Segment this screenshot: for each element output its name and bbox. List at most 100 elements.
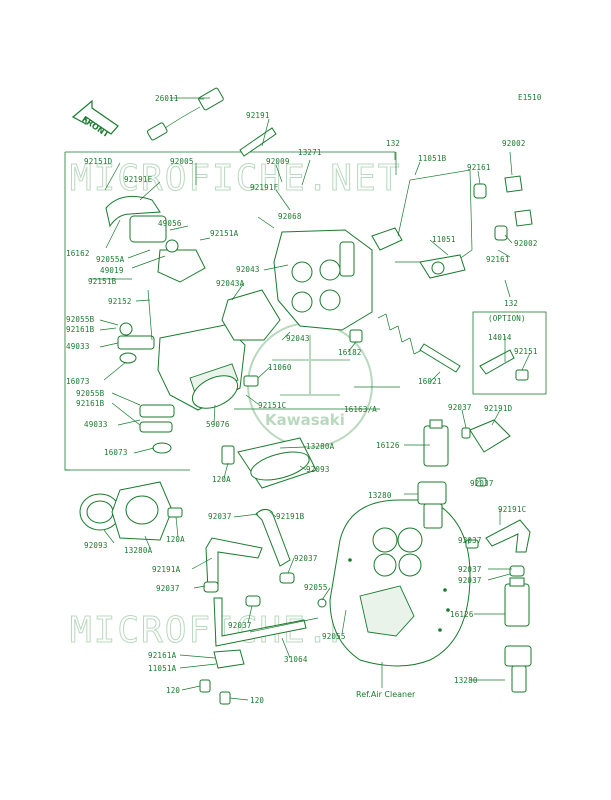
label-92055b-bottom: 92055B [76,389,105,398]
label-16126-lower: 16126 [450,610,474,619]
label-11060: 11060 [268,363,292,372]
label-92093-left: 92093 [84,541,108,550]
label-26011: 26011 [155,94,179,103]
hose-16162-part [105,195,161,228]
clamp-92037-a-part [203,581,219,593]
label-132-top: 132 [386,139,400,148]
clamp-92037-c-part [279,572,295,584]
injector-bottom-part [139,404,175,433]
label-13280a-left: 13280A [124,546,153,555]
label-92037-left-top: 92037 [208,512,232,521]
label-92151a: 92151A [210,229,239,238]
pipe-31064-part [213,597,319,647]
label-14014: 14014 [488,333,512,342]
bolt-120-b-part [219,691,231,705]
label-92037-right-c: 92037 [458,576,482,585]
label-92191e: 92191E [124,175,153,184]
bracket-11051b-part [371,169,473,279]
label-92037-mid-left: 92037 [294,554,318,563]
rod-92152-part [147,289,153,341]
bolt-120a-left-part [167,507,183,518]
label-92043a: 92043A [216,279,245,288]
pressure-regulator-part [129,215,206,283]
label-49019: 49019 [100,266,124,275]
part-labels: 26011 92191 92151D 92005 92191E 92009 13… [66,94,538,705]
front-arrow-icon: FRONT [71,99,119,140]
label-92055b-top: 92055B [66,315,95,324]
label-13280-upper: 13280 [368,491,392,500]
duct-13280-lower-part [504,645,532,693]
hose-92191b-part [255,508,291,567]
label-132-bottom: 132 [504,299,518,308]
label-92152: 92152 [108,297,132,306]
label-92055a: 92055A [96,255,125,264]
leader-lines [90,97,531,701]
label-16182: 16182 [338,348,362,357]
spring-16021-part [377,313,461,373]
valve-16126-lower-part [504,577,530,627]
clamp-92037-upper-part [475,477,487,487]
label-92151d: 92151D [84,157,113,166]
throttle-body-part [273,229,373,331]
bracket-11051a-part [213,649,245,669]
label-16163a: 16163/A [344,405,377,414]
label-49033-bottom: 49033 [84,420,108,429]
label-92191d: 92191D [484,404,513,413]
bolt-120a-upper-part [221,445,235,465]
label-120a-left: 120A [166,535,185,544]
injector-top-part [117,322,155,350]
label-13280a-upper: 13280A [306,442,335,451]
label-16126-upper: 16126 [376,441,400,450]
label-92037-bottom: 92037 [228,621,252,630]
ring-92055-a-part [317,598,327,608]
plate-13280a-left-part [111,481,173,541]
duct-13280a-upper-part [237,437,317,489]
label-16073-top: 16073 [66,377,90,386]
oring-92093-left-part [79,493,121,531]
lever-14014-part [479,349,515,375]
watermark-top: MICROFICHE.NET [70,158,401,199]
hose-92191c-part [485,519,531,553]
gasket-92043a-part [221,289,281,341]
label-92037-top: 92037 [448,403,472,412]
label-92005: 92005 [170,157,194,166]
air-cleaner-plenum-part [329,499,471,667]
label-13280-lower: 13280 [454,676,478,685]
label-59076: 59076 [206,420,230,429]
option-box [472,311,547,395]
label-ref-air-cleaner: Ref.Air Cleaner [356,690,416,699]
duct-13280-upper-part [417,481,447,529]
label-13271: 13271 [298,148,322,157]
label-49056: 49056 [158,219,182,228]
diagram-code: E1510 [518,93,542,102]
bolt-92151-option-part [515,369,529,381]
label-11051a: 11051A [148,664,177,673]
label-92093-upper: 92093 [306,465,330,474]
bolts-right-part [473,175,533,241]
logo-text: Kawasaki [265,411,345,429]
label-16021: 16021 [418,377,442,386]
label-11051b: 11051B [418,154,447,163]
label-120a-upper: 120A [212,475,231,484]
sensor-connector-part [146,87,224,141]
label-92055-bottom: 92055 [322,632,346,641]
label-92161-mid: 92161 [486,255,510,264]
option-label: (OPTION) [488,314,526,323]
label-92191c: 92191C [498,505,526,514]
label-92037-left-mid: 92037 [156,584,180,593]
bolt-120-a-part [199,679,211,693]
label-92151: 92151 [514,347,538,356]
label-120-b: 120 [250,696,264,705]
label-92002-top: 92002 [502,139,526,148]
clamp-92037-b-part [245,595,261,607]
hose-92191-part [239,127,277,157]
label-92037-right-b: 92037 [458,565,482,574]
clamp-92037-e-part [509,565,525,577]
label-92151c: 92151C [258,401,286,410]
label-92055-top: 92055 [304,583,328,592]
ring-16073-top-part [119,352,137,364]
label-92043-b: 92043 [286,334,310,343]
label-92191b: 92191B [276,512,305,521]
label-92161-top: 92161 [467,163,491,172]
label-92068: 92068 [278,212,302,221]
